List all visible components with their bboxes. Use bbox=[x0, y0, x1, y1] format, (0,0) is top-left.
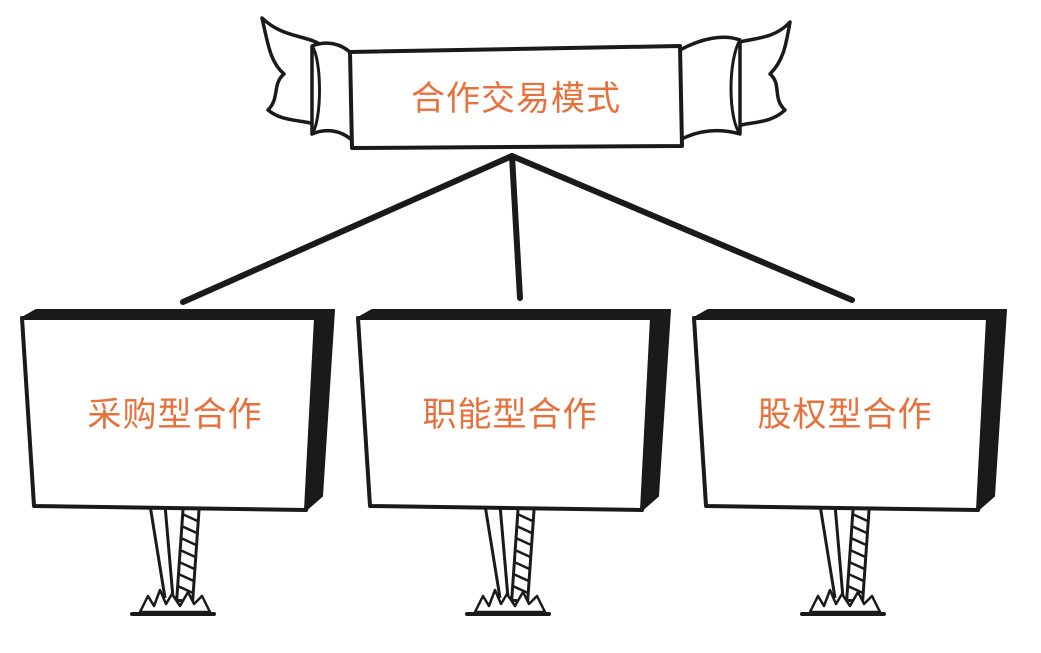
sign-3 bbox=[692, 309, 1007, 616]
sign-3-label: 股权型合作 bbox=[757, 395, 933, 435]
connectors bbox=[180, 153, 855, 305]
sign-1-post-stripes bbox=[178, 513, 200, 595]
sign-3-board-face bbox=[692, 316, 990, 512]
sign-1-board-face bbox=[20, 316, 318, 512]
sign-1-post-left-2 bbox=[163, 504, 175, 599]
sign-2-label: 职能型合作 bbox=[422, 395, 598, 435]
banner-panel bbox=[348, 44, 684, 150]
sign-2-grass bbox=[473, 588, 547, 614]
title-banner bbox=[260, 16, 792, 150]
sign-3-post-left bbox=[818, 504, 837, 599]
sign-2-post-stripes bbox=[513, 513, 535, 595]
banner-right-fold-shade bbox=[729, 38, 742, 136]
sign-2 bbox=[356, 309, 671, 616]
sign-1-label: 采购型合作 bbox=[87, 395, 263, 435]
connector-right bbox=[509, 153, 855, 303]
banner-left-fold-shade bbox=[310, 44, 321, 136]
sign-1-post-left bbox=[148, 504, 167, 599]
sign-3-grass bbox=[808, 588, 882, 614]
banner-left-tail bbox=[260, 16, 327, 130]
sign-2-post-left bbox=[483, 504, 502, 599]
connector-middle bbox=[509, 153, 523, 301]
sign-3-post-left-2 bbox=[833, 504, 845, 599]
banner-title: 合作交易模式 bbox=[411, 79, 621, 119]
sign-2-post-left-2 bbox=[498, 504, 510, 599]
connector-left bbox=[180, 153, 515, 305]
sign-2-board-face bbox=[356, 316, 654, 512]
sign-3-post-stripes bbox=[848, 513, 870, 595]
sign-1 bbox=[20, 309, 335, 616]
sign-1-grass bbox=[138, 588, 212, 614]
